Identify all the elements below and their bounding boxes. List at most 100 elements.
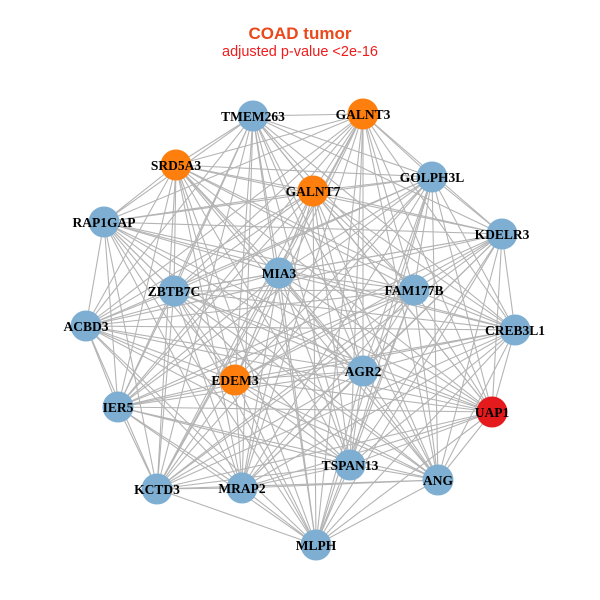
node-label: GALNT3	[336, 107, 391, 122]
edge-FAM177B-IER5	[117, 289, 415, 408]
edge-EDEM3-MLPH	[234, 379, 317, 546]
edge-ACBD3-EDEM3	[85, 325, 236, 381]
node-acbd3[interactable]: ACBD3	[63, 310, 109, 342]
edge-ZBTB7C-ACBD3	[85, 290, 175, 327]
node-circle[interactable]	[334, 449, 366, 481]
node-circle[interactable]	[141, 473, 173, 505]
node-circle[interactable]	[263, 257, 295, 289]
edge-GALNT3-SRD5A3	[175, 113, 364, 166]
node-circle[interactable]	[499, 314, 531, 346]
node-galnt7[interactable]: GALNT7	[286, 175, 341, 207]
node-mrap2[interactable]: MRAP2	[218, 472, 266, 504]
node-circle[interactable]	[219, 364, 251, 396]
edge-EDEM3-ANG	[234, 379, 439, 481]
node-uap1[interactable]: UAP1	[475, 396, 510, 428]
node-srd5a3[interactable]: SRD5A3	[151, 149, 202, 181]
edge-SRD5A3-GOLPH3L	[175, 164, 433, 178]
edge-CREB3L1-MLPH	[315, 329, 516, 546]
node-ang[interactable]: ANG	[422, 464, 454, 496]
edge-UAP1-MRAP2	[241, 411, 493, 489]
node-mia3[interactable]: MIA3	[262, 257, 297, 289]
edge-FAM177B-EDEM3	[234, 289, 415, 381]
node-circle[interactable]	[297, 175, 329, 207]
edge-KDELR3-IER5	[117, 233, 503, 408]
node-circle[interactable]	[476, 396, 508, 428]
edge-ZBTB7C-KCTD3	[156, 290, 175, 490]
edge-CREB3L1-EDEM3	[234, 329, 516, 381]
edge-EDEM3-KCTD3	[156, 379, 236, 490]
node-circle[interactable]	[347, 355, 379, 387]
node-tspan13[interactable]: TSPAN13	[322, 449, 379, 481]
node-zbtb7c[interactable]: ZBTB7C	[148, 275, 201, 307]
node-label: MLPH	[296, 538, 337, 553]
node-edem3[interactable]: EDEM3	[211, 364, 259, 396]
edge-GALNT3-TSPAN13	[349, 113, 364, 466]
node-circle[interactable]	[88, 206, 120, 238]
node-tmem263[interactable]: TMEM263	[221, 100, 285, 132]
node-circle[interactable]	[422, 464, 454, 496]
edge-MIA3-CREB3L1	[278, 272, 516, 331]
edge-GOLPH3L-MIA3	[278, 176, 433, 274]
edge-GOLPH3L-RAP1GAP	[103, 176, 433, 223]
edge-FAM177B-CREB3L1	[413, 289, 516, 331]
edge-TMEM263-MLPH	[252, 115, 317, 546]
node-label: IER5	[103, 400, 134, 415]
node-galnt3[interactable]: GALNT3	[336, 98, 391, 130]
edge-ACBD3-MLPH	[85, 325, 317, 546]
node-label: TMEM263	[221, 109, 285, 124]
node-circle[interactable]	[416, 161, 448, 193]
edge-SRD5A3-ANG	[175, 164, 439, 481]
node-circle[interactable]	[70, 310, 102, 342]
edge-AGR2-UAP1	[362, 370, 493, 413]
edge-KDELR3-KCTD3	[156, 233, 503, 490]
node-circle[interactable]	[226, 472, 258, 504]
edge-MIA3-MRAP2	[241, 272, 280, 489]
edge-GOLPH3L-ACBD3	[85, 176, 433, 327]
edge-MIA3-FAM177B	[278, 272, 415, 291]
edge-IER5-UAP1	[117, 406, 493, 413]
node-label: KDELR3	[475, 227, 530, 242]
edge-RAP1GAP-KCTD3	[103, 221, 158, 490]
edge-MIA3-UAP1	[278, 272, 493, 413]
node-circle[interactable]	[347, 98, 379, 130]
node-agr2[interactable]: AGR2	[345, 355, 382, 387]
edge-IER5-ANG	[117, 406, 439, 481]
edge-GOLPH3L-CREB3L1	[431, 176, 516, 331]
edge-SRD5A3-KDELR3	[175, 164, 503, 235]
node-circle[interactable]	[160, 149, 192, 181]
edge-MIA3-KCTD3	[156, 272, 280, 490]
node-circle[interactable]	[398, 274, 430, 306]
edge-KCTD3-MLPH	[156, 488, 317, 546]
edge-TMEM263-CREB3L1	[252, 115, 516, 331]
node-golph3l[interactable]: GOLPH3L	[400, 161, 465, 193]
edge-GOLPH3L-AGR2	[362, 176, 433, 372]
node-circle[interactable]	[102, 391, 134, 423]
node-fam177b[interactable]: FAM177B	[385, 274, 444, 306]
node-kctd3[interactable]: KCTD3	[134, 473, 180, 505]
node-ier5[interactable]: IER5	[102, 391, 134, 423]
node-label: FAM177B	[385, 283, 444, 298]
edge-TSPAN13-KCTD3	[156, 464, 351, 490]
edge-GOLPH3L-MRAP2	[241, 176, 433, 489]
node-creb3l1[interactable]: CREB3L1	[485, 314, 545, 346]
node-label: ZBTB7C	[148, 284, 201, 299]
edge-UAP1-KCTD3	[156, 411, 493, 490]
node-mlph[interactable]: MLPH	[296, 529, 337, 561]
edge-UAP1-MLPH	[315, 411, 493, 546]
edge-ZBTB7C-FAM177B	[173, 289, 415, 292]
node-circle[interactable]	[158, 275, 190, 307]
edge-ZBTB7C-AGR2	[173, 290, 364, 372]
node-circle[interactable]	[300, 529, 332, 561]
edge-SRD5A3-MLPH	[175, 164, 317, 546]
edge-ANG-MLPH	[315, 479, 439, 546]
edge-FAM177B-MRAP2	[241, 289, 415, 489]
node-label: MRAP2	[218, 481, 265, 496]
edge-MIA3-ZBTB7C	[173, 272, 280, 292]
node-rap1gap[interactable]: RAP1GAP	[73, 206, 136, 238]
edge-CREB3L1-MRAP2	[241, 329, 516, 489]
node-kdelr3[interactable]: KDELR3	[475, 218, 530, 250]
node-circle[interactable]	[486, 218, 518, 250]
node-circle[interactable]	[237, 100, 269, 132]
edge-MIA3-AGR2	[278, 272, 364, 372]
edge-layer	[85, 113, 516, 546]
